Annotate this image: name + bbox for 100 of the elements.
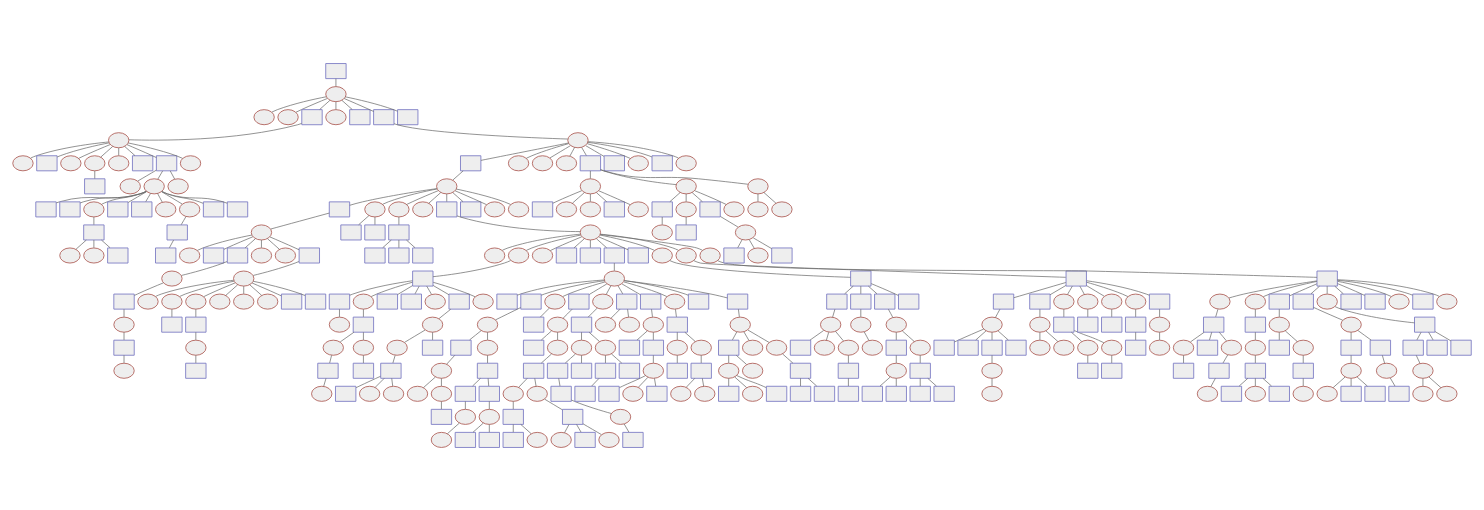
connector <box>355 375 381 388</box>
node-box <box>1203 316 1225 333</box>
connector <box>1428 331 1434 340</box>
node-box <box>412 247 434 263</box>
node-ellipse <box>108 154 130 171</box>
node-ellipse <box>113 316 135 333</box>
connector <box>1039 308 1041 317</box>
connector <box>398 239 400 248</box>
node-ellipse <box>60 154 82 171</box>
connector <box>118 147 120 156</box>
connector <box>1337 278 1440 297</box>
connector <box>339 331 355 342</box>
connector <box>623 423 630 432</box>
connector <box>870 282 899 296</box>
connector <box>382 239 392 248</box>
node-box <box>460 200 482 217</box>
node-box <box>298 247 320 263</box>
connector <box>1159 308 1160 317</box>
connector <box>1428 376 1442 388</box>
node-box <box>1340 293 1362 310</box>
connector <box>564 353 576 363</box>
connector <box>1135 308 1136 317</box>
node-box <box>850 270 872 287</box>
connector <box>93 239 95 248</box>
node-box <box>981 339 1003 356</box>
node-box <box>421 339 444 356</box>
connector <box>432 281 476 297</box>
node-box <box>957 339 979 356</box>
node-box <box>476 362 499 379</box>
node-ellipse <box>185 293 207 310</box>
node-ellipse <box>666 339 688 356</box>
node-box <box>388 223 410 240</box>
connector <box>363 331 364 340</box>
connector <box>1087 308 1089 317</box>
node-ellipse <box>59 247 81 263</box>
connector <box>1218 331 1227 341</box>
connector <box>1049 284 1067 295</box>
connector <box>586 142 631 159</box>
node-ellipse <box>179 247 201 263</box>
node-box <box>1412 293 1434 310</box>
connector <box>562 281 606 297</box>
connector <box>576 423 582 432</box>
connector <box>585 144 605 157</box>
node-ellipse <box>622 385 644 402</box>
connector <box>1357 329 1372 340</box>
node-box <box>642 339 664 356</box>
node-ellipse <box>430 385 453 402</box>
node-box <box>301 108 323 125</box>
node-ellipse <box>1148 339 1171 356</box>
connector <box>169 239 174 248</box>
node-ellipse <box>328 316 351 333</box>
node-ellipse <box>412 200 434 217</box>
node-box <box>992 293 1015 310</box>
connector <box>487 331 488 340</box>
node-ellipse <box>1148 316 1171 333</box>
node-box <box>328 293 351 310</box>
node-box <box>837 385 860 402</box>
connector <box>1039 331 1041 340</box>
connector <box>269 236 300 250</box>
node-ellipse <box>747 200 769 217</box>
node-ellipse <box>274 247 297 263</box>
connector <box>1086 284 1105 296</box>
node-box <box>837 362 860 379</box>
connector <box>868 285 878 294</box>
connector <box>123 354 125 363</box>
connector <box>623 279 689 296</box>
connector <box>339 308 340 317</box>
connector <box>700 354 702 363</box>
node-ellipse <box>1053 293 1075 310</box>
node-box <box>1077 316 1099 333</box>
connector <box>1063 308 1065 317</box>
node-ellipse <box>137 293 159 310</box>
node-box <box>666 316 688 333</box>
node-box <box>574 431 596 448</box>
connector <box>588 331 600 342</box>
connector <box>1238 377 1249 386</box>
node-box <box>349 108 371 125</box>
node-box <box>579 247 602 263</box>
node-box <box>826 293 848 310</box>
connector <box>253 260 300 276</box>
node-box <box>107 247 129 263</box>
connector <box>392 354 396 363</box>
connector <box>78 143 111 159</box>
connector <box>358 214 370 225</box>
node-box <box>546 362 569 379</box>
node-box <box>523 339 545 356</box>
node-box <box>562 408 584 425</box>
node-ellipse <box>430 431 453 448</box>
node-box <box>84 177 106 194</box>
node-ellipse <box>734 223 757 240</box>
node-box <box>909 385 931 402</box>
node-ellipse <box>594 339 617 356</box>
connector <box>1278 308 1280 317</box>
connector <box>349 187 438 206</box>
node-ellipse <box>83 247 105 263</box>
connector <box>251 282 282 296</box>
connector <box>591 377 600 386</box>
node-ellipse <box>476 339 499 356</box>
connector <box>623 279 728 298</box>
connector <box>197 234 253 251</box>
